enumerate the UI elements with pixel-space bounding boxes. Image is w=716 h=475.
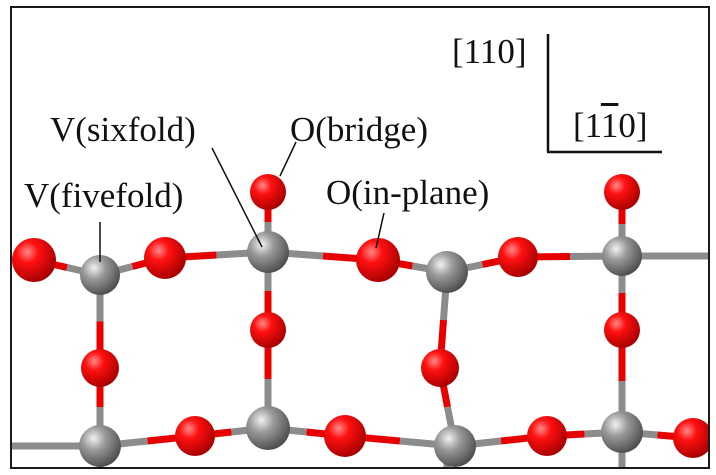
oxygen-atom-1 xyxy=(604,174,640,210)
vanadium-atom-5 xyxy=(247,231,289,273)
vanadium-atom-9 xyxy=(602,236,642,276)
oxygen-atom-12 xyxy=(81,349,119,387)
oxygen-atom-6 xyxy=(356,238,400,282)
vanadium-atom-7 xyxy=(426,251,468,293)
axis-label-110: [110] xyxy=(452,32,527,71)
oxygen-atom-8 xyxy=(498,237,538,277)
oxygen-atom-0 xyxy=(250,174,286,210)
oxygen-atom-21 xyxy=(673,418,708,458)
vanadium-atom-16 xyxy=(246,406,290,450)
axis-label-1bar10-suffix: 0] xyxy=(618,106,648,145)
oxygen-atom-4 xyxy=(144,237,186,279)
oxygen-atom-13 xyxy=(421,349,459,387)
axis-label-1bar10-barred: 1 xyxy=(600,106,619,145)
atom-layer xyxy=(12,174,708,467)
leader-line-o-bridge xyxy=(279,141,297,177)
leader-line-v-sixfold xyxy=(211,147,263,248)
oxygen-atom-15 xyxy=(175,416,215,456)
axis-label-1bar10-prefix: [1 xyxy=(573,106,601,145)
oxygen-atom-17 xyxy=(324,415,366,457)
vanadium-atom-18 xyxy=(434,425,476,467)
oxygen-atom-10 xyxy=(250,312,286,348)
oxygen-atom-2 xyxy=(12,238,56,282)
axis-label-1bar10: [110] xyxy=(573,108,648,143)
label-v-fivefold: V(fivefold) xyxy=(24,176,184,215)
oxygen-atom-19 xyxy=(527,416,567,456)
annotation-layer xyxy=(99,34,662,262)
vanadium-atom-3 xyxy=(80,255,120,295)
label-v-sixfold: V(sixfold) xyxy=(50,110,196,149)
oxygen-atom-11 xyxy=(604,312,640,348)
vanadium-atom-20 xyxy=(601,411,643,453)
leader-line-o-in-plane xyxy=(375,212,385,249)
vanadium-atom-14 xyxy=(79,425,121,467)
label-o-bridge: O(bridge) xyxy=(290,110,429,149)
label-o-in-plane: O(in-plane) xyxy=(326,173,490,212)
